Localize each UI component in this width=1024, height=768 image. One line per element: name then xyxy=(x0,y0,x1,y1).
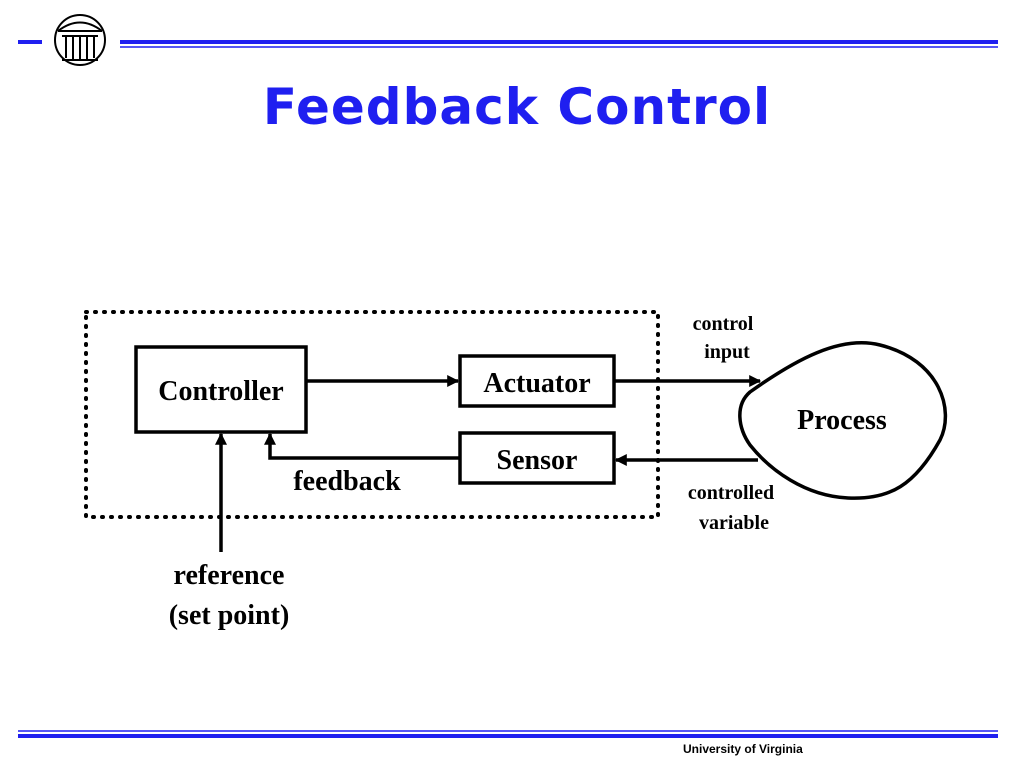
actuator-label: Actuator xyxy=(483,368,590,399)
rotunda-logo-icon xyxy=(54,14,106,66)
footer-university: University of Virginia xyxy=(683,742,803,756)
system-boundary xyxy=(84,310,660,519)
controller-block xyxy=(134,345,308,434)
reference-label-line1: reference xyxy=(174,560,285,591)
controlled-variable-label-line1: controlled xyxy=(688,482,774,504)
reference-label-line2: (set point) xyxy=(169,600,290,631)
process-label: Process xyxy=(797,405,887,436)
process-block xyxy=(738,341,948,500)
page-title: Feedback Control xyxy=(262,78,772,136)
controlled-variable-label-line2: variable xyxy=(699,512,769,534)
feedback-label: feedback xyxy=(293,466,401,497)
actuator-block xyxy=(458,354,616,408)
controller-label: Controller xyxy=(158,376,283,407)
sensor-block xyxy=(458,431,616,485)
header-rule xyxy=(18,40,998,48)
sensor-label: Sensor xyxy=(497,445,578,476)
sensor-to-controller-feedback-arrow xyxy=(264,432,460,460)
footer-rule xyxy=(18,730,998,738)
control-input-label-line1: control xyxy=(693,313,754,335)
control-input-label-line2: input xyxy=(704,341,750,363)
